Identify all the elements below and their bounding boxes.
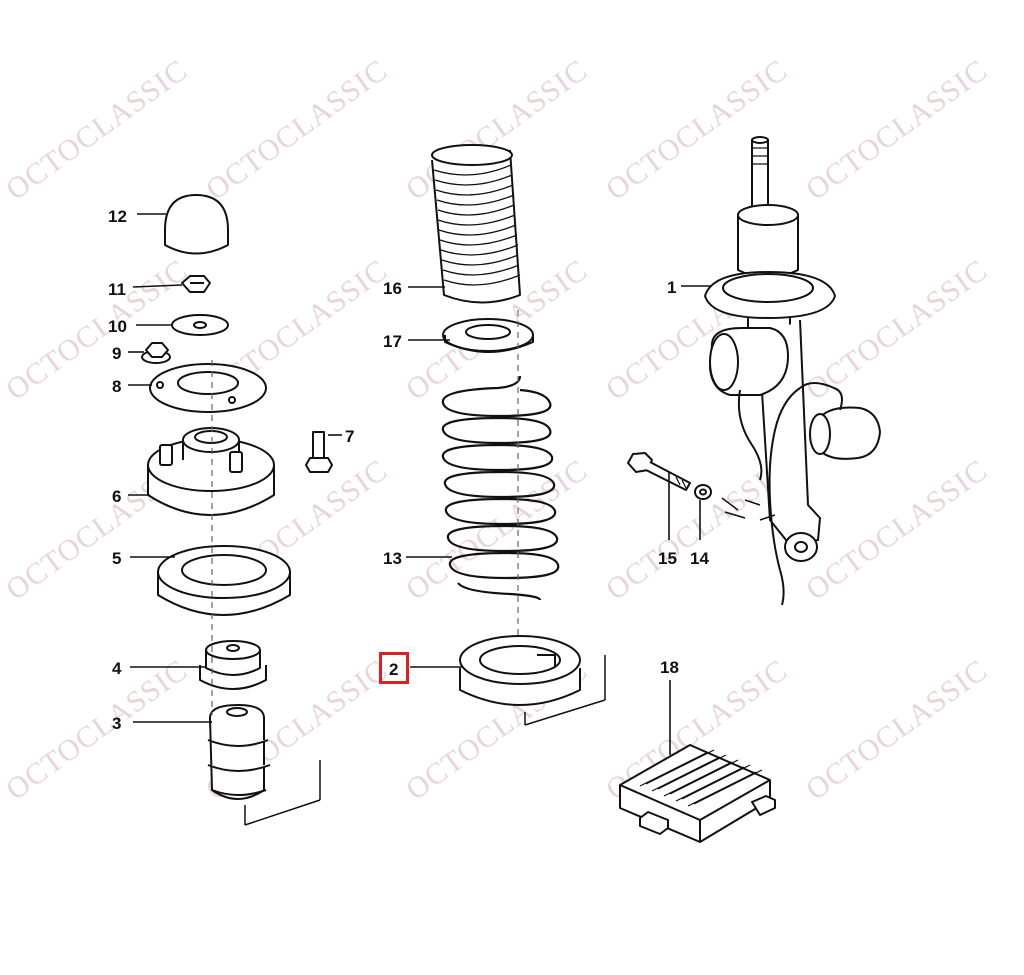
dust-cap-part[interactable] [164, 194, 229, 255]
bump-stop-part[interactable] [207, 704, 271, 800]
callout-10: 10 [108, 317, 127, 336]
callout-9: 9 [112, 344, 121, 363]
callout-13: 13 [383, 549, 402, 568]
strut-mount-part[interactable] [147, 427, 275, 516]
callout-17: 17 [383, 332, 402, 351]
bolt-part[interactable] [305, 431, 333, 473]
callout-5: 5 [112, 549, 121, 568]
callout-6: 6 [112, 487, 121, 506]
callout-11: 11 [108, 280, 126, 299]
callout-1: 1 [667, 278, 676, 297]
coil-spring-part[interactable] [441, 375, 560, 601]
callout-labels: 12 11 10 9 8 6 5 4 3 7 16 17 13 2 1 15 1… [108, 207, 709, 733]
callout-4: 4 [112, 659, 122, 678]
protective-bellows-part[interactable] [431, 144, 521, 304]
callout-3: 3 [112, 714, 121, 733]
flange-nut-part[interactable] [141, 342, 171, 364]
washer-part[interactable] [171, 314, 229, 336]
callout-14: 14 [690, 549, 709, 568]
long-bolt-part[interactable] [627, 452, 691, 491]
control-unit-part[interactable] [619, 744, 776, 843]
hex-nut-part[interactable] [181, 275, 211, 293]
callout-12: 12 [108, 207, 127, 226]
part-2-highlight-box[interactable] [379, 652, 409, 684]
callout-16: 16 [383, 279, 402, 298]
stop-buffer-part[interactable] [199, 640, 267, 690]
lower-spring-pad-part[interactable] [459, 635, 581, 706]
callout-18: 18 [660, 658, 679, 677]
small-washer-part[interactable] [694, 484, 712, 500]
upper-spring-seat-part[interactable] [442, 318, 534, 353]
callout-2: 2 [389, 660, 398, 679]
shock-absorber-strut-part[interactable] [704, 136, 881, 606]
callout-7: 7 [345, 427, 354, 446]
callout-15: 15 [658, 549, 677, 568]
callout-8: 8 [112, 377, 121, 396]
support-bearing-part[interactable] [157, 545, 291, 616]
mounting-plate-part[interactable] [149, 363, 267, 413]
